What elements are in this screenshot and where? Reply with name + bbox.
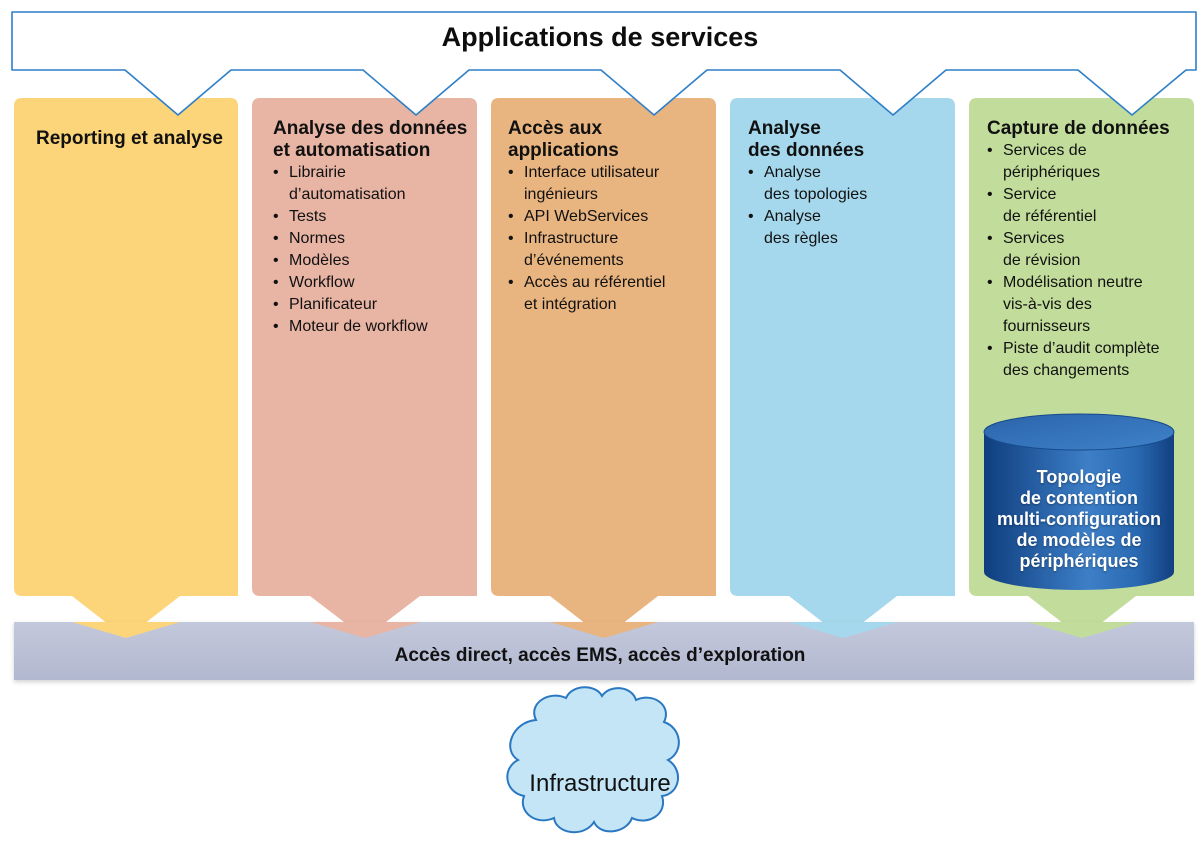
cloud-label: Infrastructure (529, 770, 671, 797)
list-item: Services de révision (987, 228, 1192, 272)
list-item: Modélisation neutre vis-à-vis des fourni… (987, 272, 1192, 338)
arrow-tip-applications (550, 622, 658, 638)
column-reporting-title: Reporting et analyse (36, 128, 223, 149)
column-analysis-list: Analyse des topologies Analyse des règle… (748, 162, 948, 250)
column-applications-list: Interface utilisateur ingénieurs API Web… (508, 162, 713, 316)
list-item: Service de référentiel (987, 184, 1192, 228)
arrow-tip-reporting (72, 622, 180, 638)
column-automation: Analyse des données et automatisation Li… (273, 118, 473, 338)
infrastructure-cloud-icon (506, 686, 680, 833)
list-item: Tests (273, 206, 473, 228)
list-item: Analyse des règles (748, 206, 948, 250)
column-capture-list: Services de périphériques Service de réf… (987, 140, 1192, 382)
list-item: Planificateur (273, 294, 473, 316)
list-item: Infrastructure d’événements (508, 228, 713, 272)
database-label: Topologie de contention multi-configurat… (997, 467, 1161, 571)
list-item: Accès au référentiel et intégration (508, 272, 713, 316)
list-item: Workflow (273, 272, 473, 294)
list-item: Modèles (273, 250, 473, 272)
column-automation-list: Librairie d’automatisation Tests Normes … (273, 162, 473, 338)
list-item: Librairie d’automatisation (273, 162, 473, 206)
list-item: Moteur de workflow (273, 316, 473, 338)
column-capture: Capture de données Services de périphéri… (987, 118, 1192, 382)
banner-title: Applications de services (441, 22, 759, 52)
column-automation-title: Analyse des données et automatisation (273, 118, 468, 161)
column-capture-title: Capture de données (987, 118, 1170, 139)
arrow-tip-automation (310, 622, 420, 638)
bus-label: Accès direct, accès EMS, accès d’explora… (394, 645, 806, 666)
list-item: API WebServices (508, 206, 713, 228)
arrow-tip-analysis (789, 622, 897, 638)
services-banner (11, 11, 1197, 116)
column-analysis: Analyse des données Analyse des topologi… (748, 118, 948, 250)
list-item: Normes (273, 228, 473, 250)
arrow-tip-capture (1028, 622, 1136, 638)
column-applications-title: Accès aux applications (508, 118, 619, 161)
list-item: Services de périphériques (987, 140, 1192, 184)
list-item: Interface utilisateur ingénieurs (508, 162, 713, 206)
column-applications: Accès aux applications Interface utilisa… (508, 118, 713, 316)
column-analysis-title: Analyse des données (748, 118, 865, 161)
list-item: Analyse des topologies (748, 162, 948, 206)
column-reporting-bg (14, 98, 238, 638)
list-item: Piste d’audit complète des changements (987, 338, 1192, 382)
column-reporting: Reporting et analyse (36, 128, 234, 150)
database-cylinder-icon (983, 413, 1175, 590)
